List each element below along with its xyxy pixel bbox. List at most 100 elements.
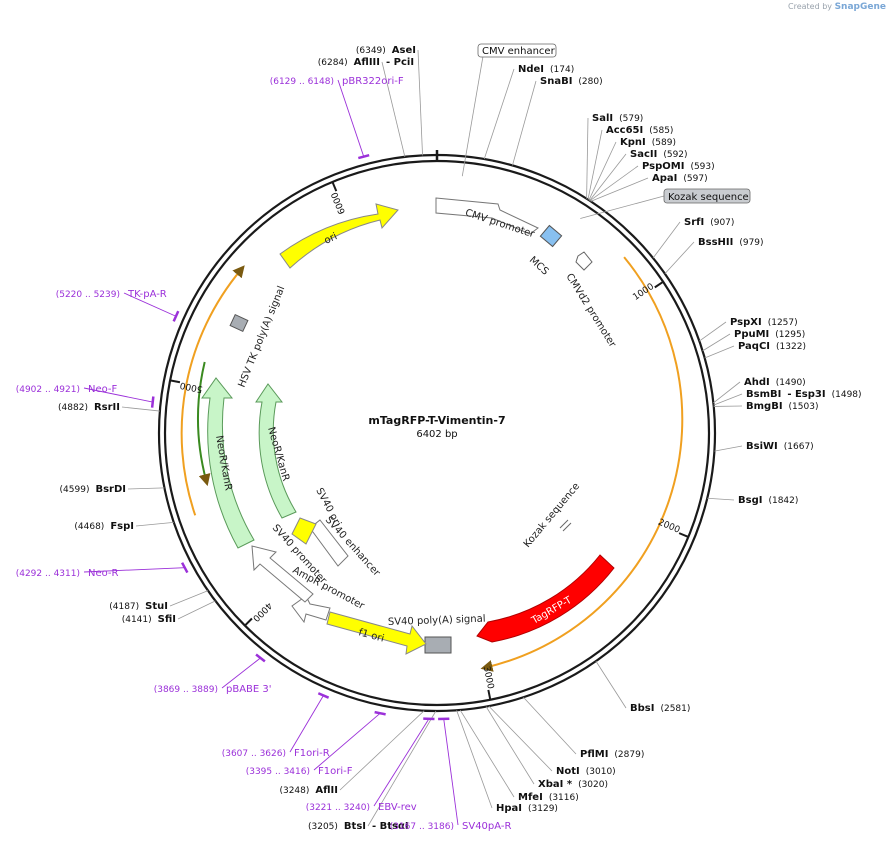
- enzyme-leader-line: [339, 710, 425, 791]
- enzyme-name: SnaBI: [540, 76, 572, 87]
- primer-leader-line: [83, 387, 153, 403]
- enzyme-name: ApaI: [652, 173, 677, 184]
- enzyme-name: BbsI: [630, 703, 654, 714]
- tick-label: 6000: [330, 190, 348, 215]
- enzyme-name: SrfI: [684, 217, 704, 228]
- enzyme-leader-line: [523, 696, 577, 755]
- sv40-polya-box[interactable]: [424, 636, 452, 654]
- enzyme-leader-line: [587, 129, 603, 200]
- neo-kanr-inner-arrow[interactable]: [255, 383, 297, 519]
- enzyme-leader-line: [595, 660, 627, 709]
- enzyme-name: NotI: [556, 766, 580, 777]
- tagrfp-arrow[interactable]: [476, 554, 615, 643]
- enzyme-leader-line: [588, 141, 617, 201]
- primer-marker: [255, 653, 266, 663]
- enzyme-position: (1295): [775, 330, 805, 340]
- enzyme-position: (1498): [832, 390, 862, 400]
- enzyme-leader-line: [714, 445, 743, 452]
- ampr-promoter-arrow[interactable]: [291, 595, 331, 624]
- feature-box-label: Kozak sequence: [668, 192, 749, 203]
- tick-label: 4000: [250, 600, 273, 623]
- cmv-promoter-arrow[interactable]: [435, 197, 539, 235]
- enzyme-name: XbaI *: [538, 779, 573, 790]
- enzyme-leader-line: [135, 521, 174, 527]
- cmvd2-promoter-arrow[interactable]: [575, 251, 593, 271]
- sv40-promoter-arrow[interactable]: [251, 545, 314, 603]
- created-by-text: Created by: [788, 2, 833, 11]
- primer-name: pBR322ori-F: [342, 76, 404, 87]
- tick-mark: [169, 379, 181, 384]
- primer-leader-line: [373, 718, 430, 807]
- primer-leader-line: [123, 292, 177, 317]
- primer-name: pBABE 3': [226, 684, 272, 695]
- enzyme-leader-line: [699, 321, 727, 342]
- enzyme-position: (1257): [768, 318, 798, 328]
- enzyme-leader-line: [704, 345, 735, 359]
- enzyme-position: (4187): [109, 602, 139, 612]
- primer-name: TK-pA-R: [127, 289, 167, 300]
- sv40-ori-box[interactable]: [291, 517, 317, 545]
- enzyme-position: (585): [649, 126, 673, 136]
- neo-kanr-outer-arrow[interactable]: [201, 377, 255, 549]
- hsv-tk-polya-box[interactable]: [229, 313, 249, 333]
- primer-name: F1ori-F: [318, 766, 353, 777]
- tick-mark: [331, 181, 338, 192]
- enzyme-position: (3205): [308, 822, 338, 832]
- enzyme-position: (4141): [122, 615, 152, 625]
- primer-leader-line: [83, 567, 185, 573]
- tick-label: 2000: [656, 518, 681, 536]
- ori-label: ori: [323, 231, 339, 246]
- enzyme-name: SacII: [630, 149, 657, 160]
- feature-leader-line: [580, 195, 665, 219]
- enzyme-position: (4468): [74, 522, 104, 532]
- enzyme-leader-line: [652, 221, 681, 259]
- enzyme-leader-line: [127, 487, 165, 490]
- primer-range: (4292 .. 4311): [16, 569, 80, 579]
- sv40-polya-label: SV40 poly(A) signal: [388, 614, 486, 628]
- enzyme-leader-line: [713, 381, 741, 404]
- mcs-box[interactable]: [539, 224, 563, 248]
- enzyme-position: (579): [619, 114, 643, 124]
- ori-arrow[interactable]: [279, 203, 399, 269]
- enzyme-leader-line: [417, 49, 423, 156]
- enzyme-position: (597): [683, 174, 707, 184]
- primer-range: (3167 .. 3186): [390, 822, 454, 832]
- primer-name: Neo-F: [88, 384, 118, 395]
- enzyme-position: (3010): [586, 767, 616, 777]
- enzyme-name: BsiWI: [746, 441, 778, 452]
- enzyme-extra: - Esp3I: [787, 389, 825, 400]
- annotation-layer: 100020003000400050006000NdeI(174)SnaBI(2…: [16, 43, 862, 832]
- feature-label-box: [477, 43, 557, 58]
- enzyme-name: RsrII: [94, 402, 120, 413]
- primer-leader-line: [337, 79, 365, 157]
- enzyme-leader-line: [367, 710, 437, 827]
- enzyme-position: (6349): [356, 46, 386, 56]
- tick-label: 3000: [481, 666, 495, 691]
- enzyme-position: (1667): [784, 442, 814, 452]
- enzyme-position: (3129): [528, 804, 558, 814]
- enzyme-position: (3116): [549, 793, 579, 803]
- enzyme-position: (4599): [60, 485, 90, 495]
- f1-ori-arrow[interactable]: [326, 611, 427, 655]
- enzyme-position: (3248): [279, 786, 309, 796]
- enzyme-name: PflMI: [580, 749, 608, 760]
- enzyme-position: (979): [739, 238, 763, 248]
- hsv-tk-label: HSV TK poly(A) signal: [237, 285, 288, 390]
- enzyme-extra: - PciI: [386, 57, 414, 68]
- enzyme-position: (2879): [614, 750, 644, 760]
- enzyme-name: BmgBI: [746, 401, 783, 412]
- enzyme-position: (1322): [776, 342, 806, 352]
- snapgene-logo: SnapGene: [834, 2, 886, 12]
- enzyme-name: BsgI: [738, 495, 762, 506]
- enzyme-position: (907): [710, 218, 734, 228]
- primer-range: (3607 .. 3626): [222, 749, 286, 759]
- tick-mark: [678, 532, 689, 538]
- enzyme-position: (3020): [578, 780, 608, 790]
- mcs-label: MCS: [527, 255, 551, 278]
- tick-mark: [244, 617, 253, 627]
- enzyme-leader-line: [169, 590, 209, 607]
- enzyme-leader-line: [483, 68, 515, 160]
- enzyme-leader-line: [702, 333, 731, 352]
- enzyme-leader-line: [456, 710, 493, 809]
